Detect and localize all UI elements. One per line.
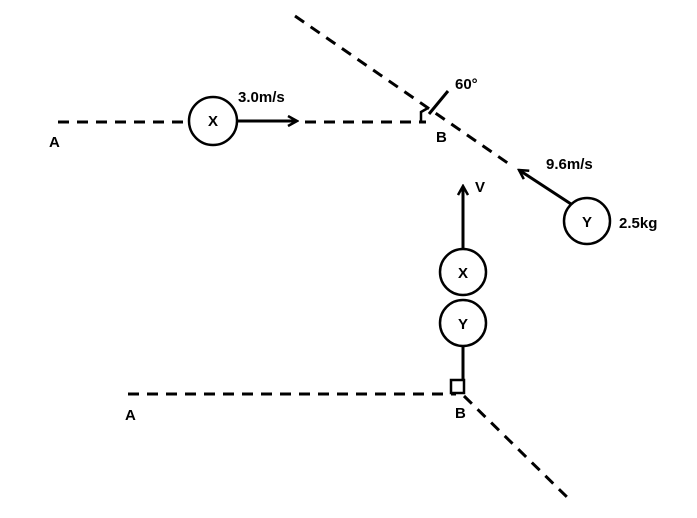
diagonal-dashed-line [294,14,513,168]
point-b-label: B [455,405,466,422]
ball-x-label: X [208,113,218,130]
velocity-label: V [475,179,485,196]
ball-y-label: Y [458,316,468,333]
after-collision-scene: A B Y X V [125,179,572,502]
angle-label: 60° [455,76,478,93]
before-collision-scene: 60° A B X 3.0m/s Y 9.6m/s 2.5kg [49,14,657,246]
point-b-label: B [436,129,447,146]
ball-x-label: X [458,265,468,282]
ball-y-speed-label: 9.6m/s [546,156,593,173]
point-a-label: A [49,134,60,151]
ball-y [438,298,488,348]
ball-y-label: Y [582,214,592,231]
ball-x-speed-label: 3.0m/s [238,89,285,106]
ball-y-velocity-arrow [519,170,572,206]
ball-y [562,196,612,246]
angle-indicator-line [427,90,450,115]
right-angle-marker [419,106,429,122]
point-a-label: A [125,407,136,424]
right-angle-marker [449,378,466,395]
ball-y-mass-label: 2.5kg [619,215,657,232]
diagonal-dashed-line [462,394,572,502]
